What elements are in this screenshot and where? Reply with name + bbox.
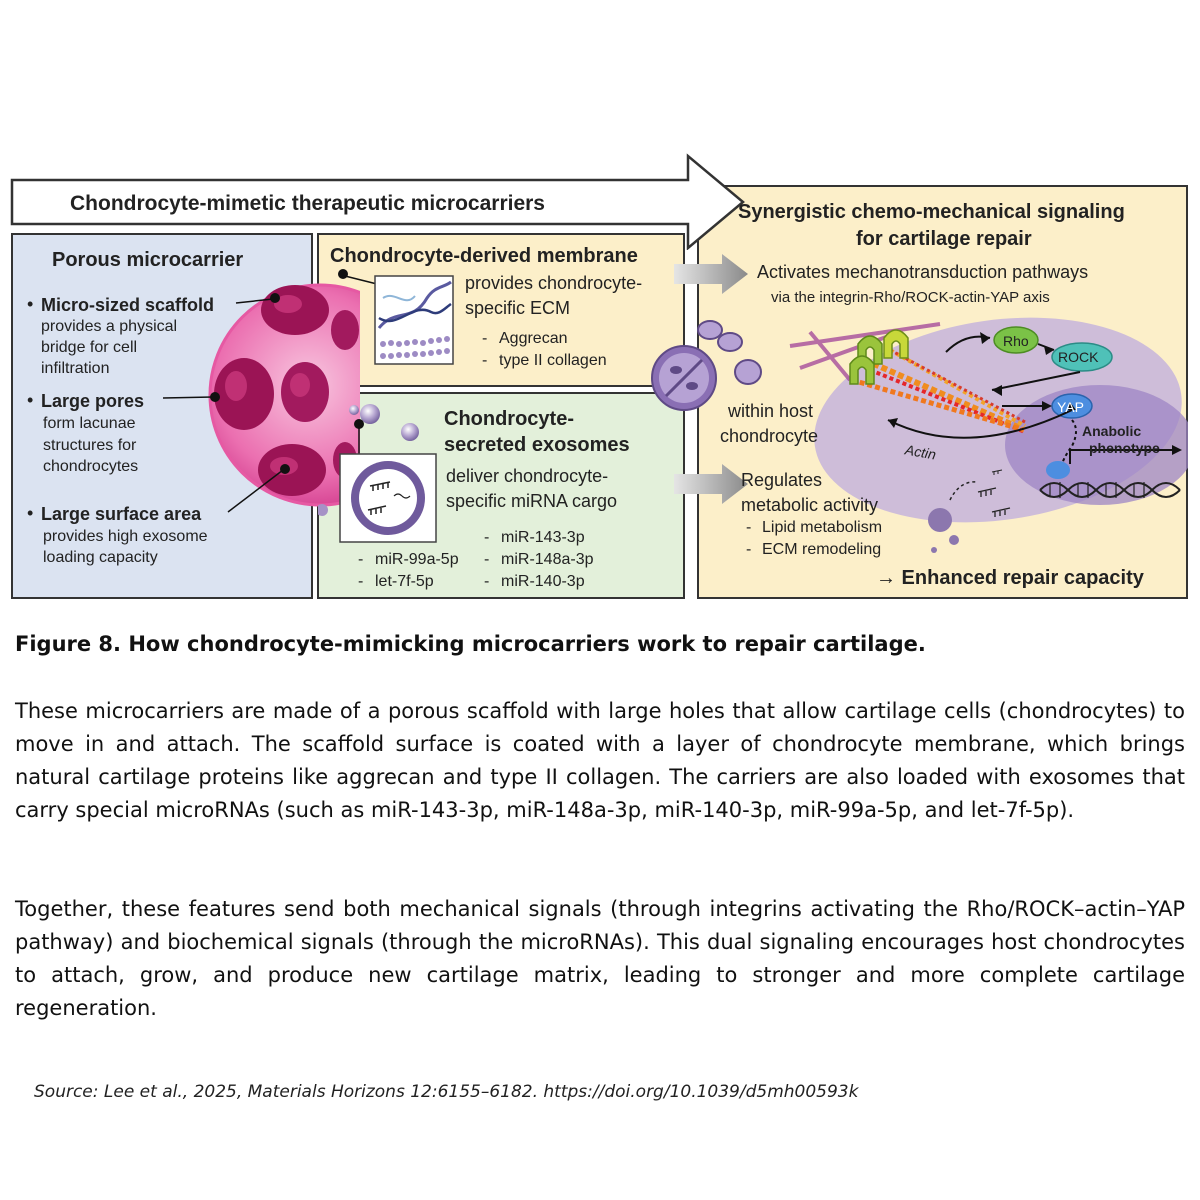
anabolic-label-2: phenotype: [1089, 440, 1160, 456]
rock-label: ROCK: [1058, 349, 1099, 365]
callout-dot: [210, 392, 220, 402]
exosome-title-2: secreted exosomes: [444, 434, 630, 456]
mirna-dash-r3: -: [484, 573, 490, 590]
exosome-particle: [318, 504, 328, 516]
metab-list-1: Lipid metabolism: [762, 519, 883, 536]
pores-desc-2: structures for: [43, 437, 137, 454]
membrane-desc-2: specific ECM: [465, 298, 571, 318]
bullet-1: •: [27, 294, 34, 314]
body-paragraph-2: Together, these features send both mecha…: [15, 897, 1185, 1020]
cell-small: [697, 320, 762, 385]
mirna-dash-l1: -: [358, 551, 364, 568]
membrane-desc-1: provides chondrocyte-: [465, 273, 643, 293]
metab-list-2: ECM remodeling: [762, 541, 882, 558]
flow-arrow-metab: [674, 464, 748, 504]
mirna-left-2: let-7f-5p: [375, 573, 434, 590]
surface-desc-2: loading capacity: [43, 549, 158, 566]
mirna-right-1: miR-143-3p: [501, 529, 585, 546]
yap-label: YAP: [1057, 399, 1084, 415]
banner-title: Chondrocyte-mimetic therapeutic microcar…: [70, 192, 545, 215]
mirna-dash-l2: -: [358, 573, 364, 590]
exosome-illustration: [318, 404, 437, 543]
callout-dot: [338, 269, 348, 279]
signal-title-1: Synergistic chemo-mechanical signaling: [738, 201, 1125, 223]
metab-dash-1: -: [746, 519, 752, 536]
surface-heading: Large surface area: [41, 504, 202, 524]
body-paragraph-1: These microcarriers are made of a porous…: [15, 699, 1185, 822]
scaffold-heading: Micro-sized scaffold: [41, 295, 215, 315]
scaffold-desc-1: provides a physical: [41, 318, 178, 335]
pores-desc-1: form lacunae: [43, 415, 136, 432]
porous-leader-lines: [162, 293, 290, 513]
exosome-particle: [928, 508, 952, 532]
membrane-dash-1: -: [482, 330, 488, 347]
host-label-1: within host: [728, 401, 814, 421]
exosome-particle: [401, 423, 419, 441]
membrane-list-1: Aggrecan: [499, 330, 568, 347]
microcarrier-cell: [651, 345, 717, 411]
rock-node: [1051, 342, 1113, 372]
exosome-desc-2: specific miRNA cargo: [446, 491, 618, 511]
exosome-title-1: Chondrocyte-: [444, 408, 574, 430]
figure-caption: Figure 8. How chondrocyte-mimicking micr…: [15, 632, 926, 656]
bullet-3: •: [27, 503, 34, 523]
mirna-dash-r1: -: [484, 529, 490, 546]
porous-scaffold-illustration: [208, 283, 360, 507]
pores-heading: Large pores: [41, 391, 145, 411]
callout-dot: [280, 464, 290, 474]
mirna-right-2: miR-148a-3p: [501, 551, 594, 568]
mirna-dash-r2: -: [484, 551, 490, 568]
membrane-illustration: [338, 269, 454, 365]
rho-label: Rho: [1003, 333, 1029, 349]
bullet-2: •: [27, 390, 34, 410]
surface-desc-1: provides high exosome: [43, 528, 208, 545]
mirna-left-1: miR-99a-5p: [375, 551, 459, 568]
metab-title-1: Regulates: [741, 470, 823, 490]
integrin: [849, 355, 875, 385]
mirna-right-3: miR-140-3p: [501, 573, 585, 590]
exosome-particle: [931, 547, 937, 553]
scaffold-desc-2: bridge for cell: [41, 339, 138, 356]
exosome-particle: [349, 405, 359, 415]
membrane-list-2: type II collagen: [499, 352, 607, 369]
metab-title-2: metabolic activity: [741, 495, 879, 515]
porous-title: Porous microcarrier: [52, 249, 244, 271]
result-label: → Enhanced repair capacity: [876, 567, 1144, 589]
mech-line-1: Activates mechanotransduction pathways: [757, 262, 1089, 282]
mech-line-2: via the integrin-Rho/ROCK-actin-YAP axis: [771, 289, 1050, 306]
host-label-2: chondrocyte: [720, 426, 819, 446]
source-citation: Source: Lee et al., 2025, Materials Hori…: [34, 1082, 859, 1102]
chondrocyte-illustration: [651, 317, 1188, 553]
banner-arrow: [10, 153, 745, 250]
exosome-desc-1: deliver chondrocyte-: [446, 466, 609, 486]
signal-title-2: for cartilage repair: [856, 228, 1032, 250]
rho-node: [993, 326, 1039, 354]
scaffold-desc-3: infiltration: [41, 360, 110, 377]
membrane-title: Chondrocyte-derived membrane: [330, 245, 638, 267]
pore: [331, 310, 359, 350]
membrane-dash-2: -: [482, 352, 488, 369]
metab-dash-2: -: [746, 541, 752, 558]
pores-desc-3: chondrocytes: [43, 458, 139, 475]
callout-dot: [270, 293, 280, 303]
exosome-particle: [949, 535, 959, 545]
anabolic-label-1: Anabolic: [1082, 423, 1142, 439]
exosome-particle: [360, 404, 380, 424]
flow-arrow-mech: [674, 254, 748, 294]
